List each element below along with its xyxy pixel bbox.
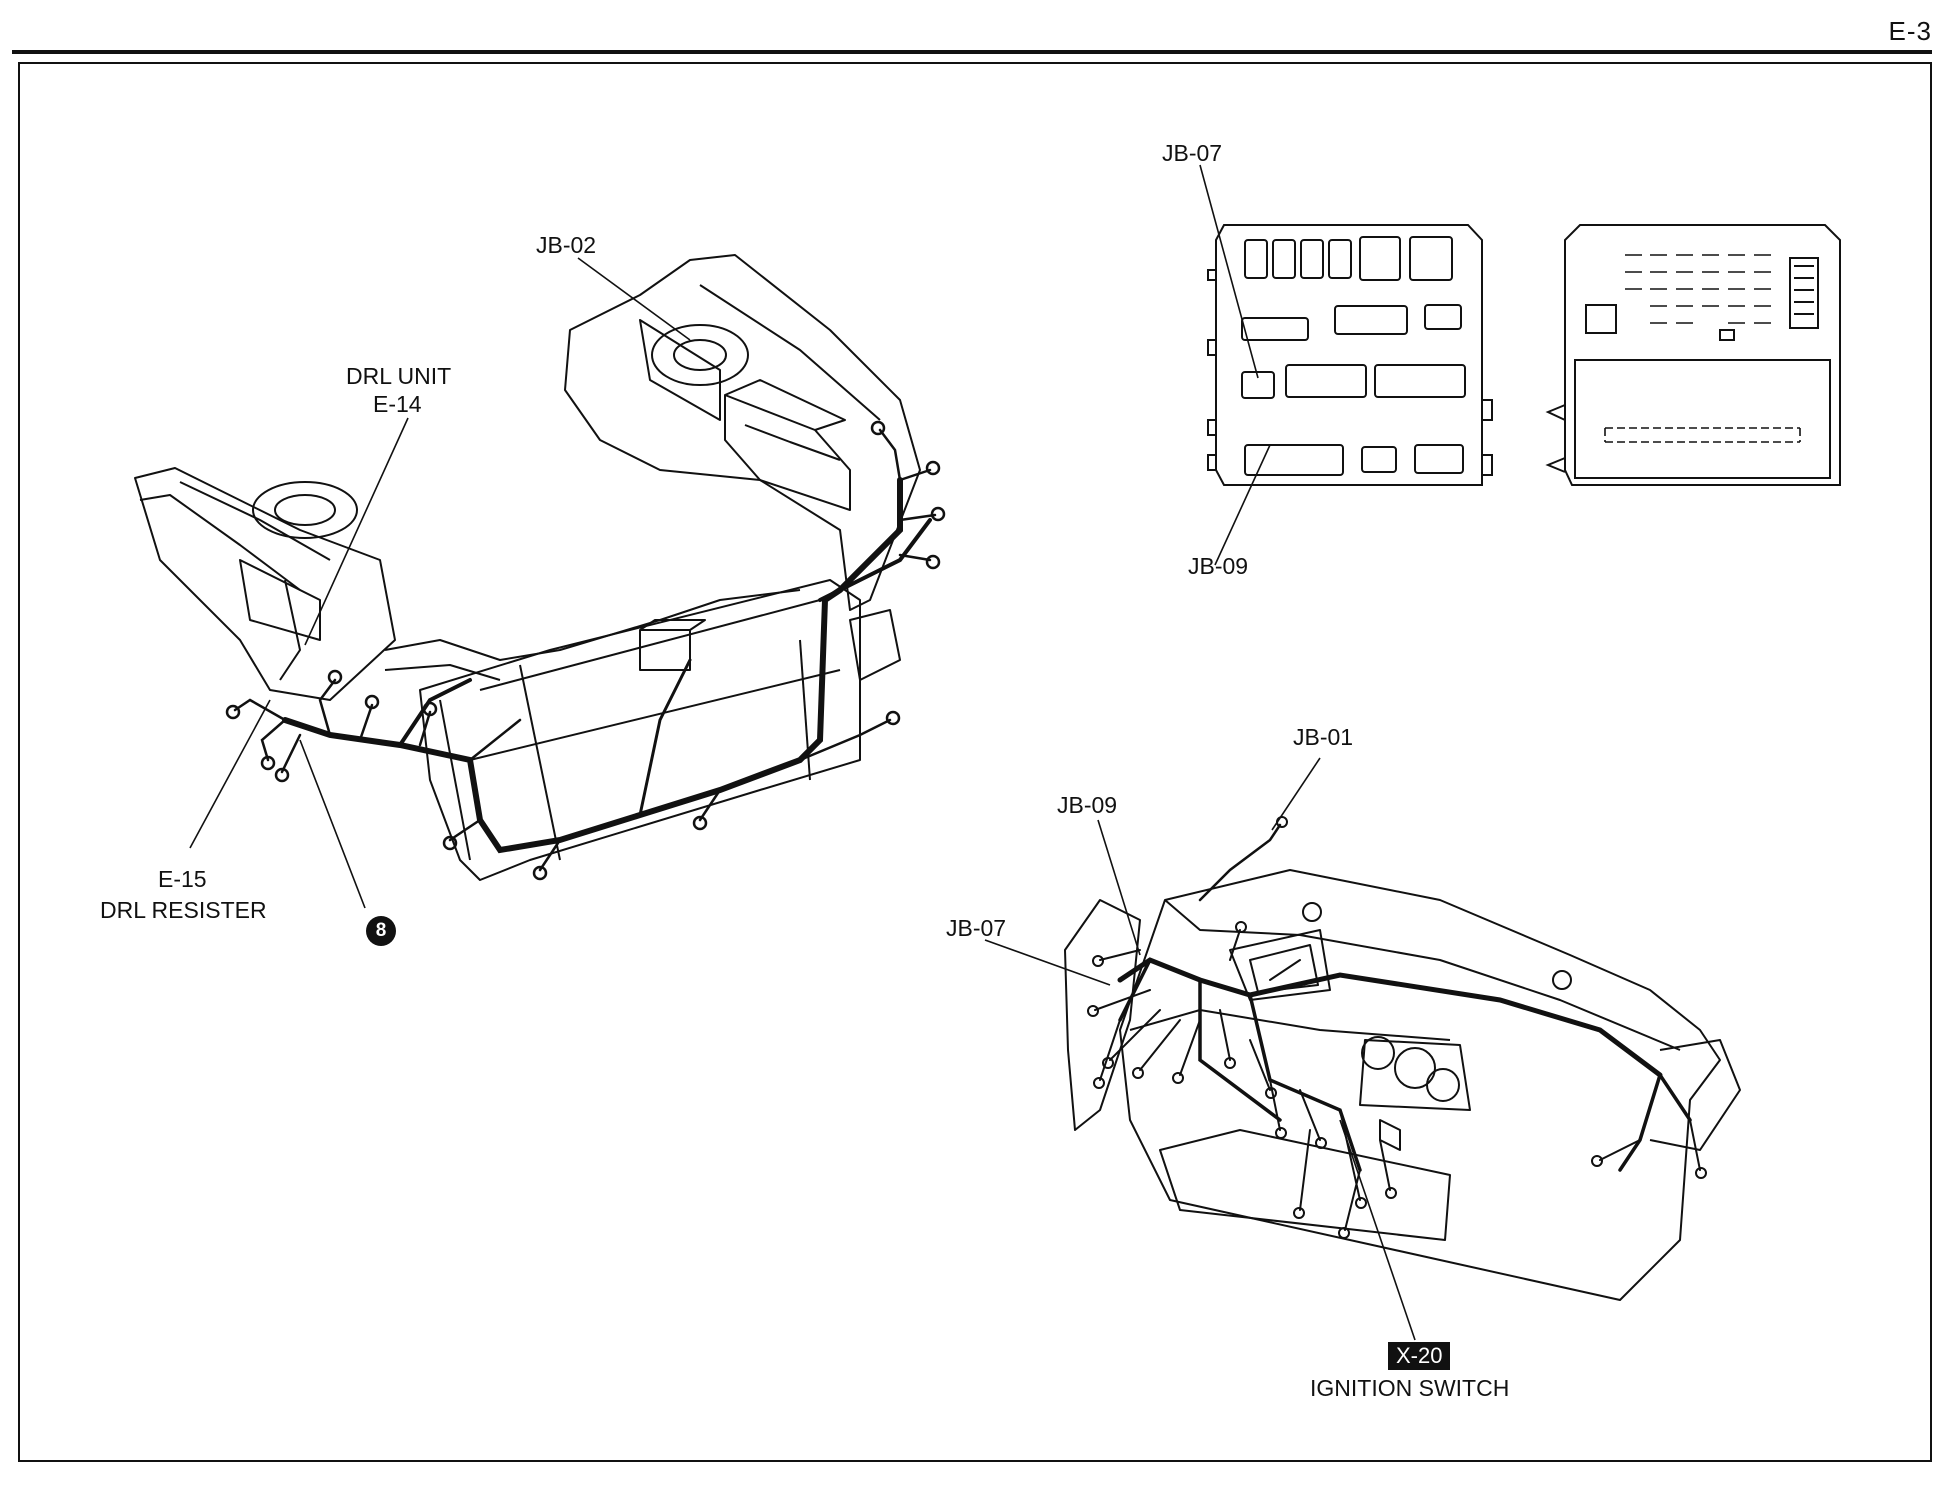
ignition-code-callout: X-20 [1388, 1342, 1451, 1370]
label-jb09-box: JB-09 [1188, 553, 1249, 579]
engine-bay-drawing [134, 254, 921, 881]
label-ignition-switch: IGNITION SWITCH [1310, 1375, 1510, 1401]
junction-box-leaders [1199, 164, 1271, 566]
instrument-panel-drawing [1064, 869, 1741, 1301]
label-drl-resister: DRL RESISTER [100, 897, 267, 923]
ground-ref-badge: 8 [366, 916, 396, 946]
label-jb09-panel: JB-09 [1057, 792, 1118, 818]
engine-bay-leaders [189, 257, 691, 909]
instrument-panel-harness [1087, 816, 1707, 1239]
junction-box-rear-drawing [1545, 224, 1841, 486]
header-rule [12, 50, 1932, 54]
junction-box-front-drawing [1207, 224, 1493, 486]
page-number: E-3 [1888, 16, 1932, 46]
label-drl-resister-code: E-15 [158, 866, 207, 892]
label-jb02: JB-02 [536, 232, 597, 258]
label-drl-unit: DRL UNIT [346, 363, 452, 389]
label-jb07-panel: JB-07 [946, 915, 1007, 941]
diagram-frame [18, 62, 1932, 1462]
label-drl-unit-code: E-14 [373, 391, 422, 417]
label-jb07-box: JB-07 [1162, 140, 1223, 166]
instrument-panel-leaders [984, 757, 1416, 1341]
label-jb01: JB-01 [1293, 724, 1354, 750]
engine-bay-harness [225, 420, 946, 881]
